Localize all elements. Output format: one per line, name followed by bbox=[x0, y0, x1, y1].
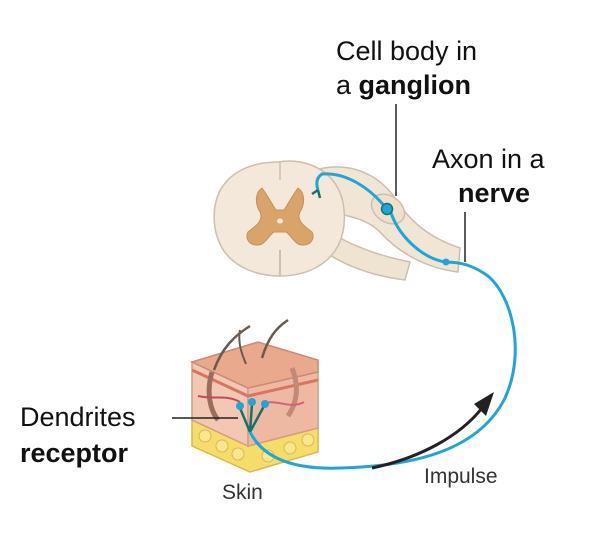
blood-vessel bbox=[197, 395, 241, 403]
hair bbox=[260, 318, 289, 359]
skin-label: Skin bbox=[222, 481, 263, 504]
receptor-label: receptor bbox=[20, 438, 129, 468]
cell-body-label-line2: a ganglion bbox=[336, 72, 471, 99]
impulse-label: Impulse bbox=[424, 465, 498, 488]
fat-cell bbox=[198, 429, 212, 443]
central-canal bbox=[277, 218, 283, 224]
axon-terminal bbox=[311, 188, 322, 199]
axon-label-line1: Axon in a bbox=[432, 144, 545, 174]
cell-body-label-line1: Cell body in bbox=[336, 36, 478, 66]
ventral-root bbox=[321, 230, 411, 281]
spinal-cord-gray-matter bbox=[246, 187, 314, 246]
hair bbox=[238, 329, 247, 365]
cell-body-label-prefix: a bbox=[336, 70, 359, 100]
central-axon bbox=[315, 172, 388, 209]
ganglion-label: ganglion bbox=[358, 70, 472, 100]
fat-cell bbox=[231, 447, 245, 461]
axon-end-dot bbox=[442, 258, 450, 266]
fat-cell bbox=[301, 433, 315, 447]
hair bbox=[212, 324, 251, 371]
hair-follicle bbox=[285, 367, 299, 418]
nerve-label: nerve bbox=[458, 178, 531, 208]
spinal-cord-cross-section bbox=[213, 160, 461, 281]
receptor-endings bbox=[238, 403, 266, 433]
fat-cell bbox=[215, 439, 229, 453]
skin-block bbox=[189, 318, 319, 473]
epidermis-top bbox=[189, 341, 319, 389]
sensory-neuron bbox=[248, 172, 517, 470]
receptor-ending bbox=[261, 400, 269, 408]
cell-body bbox=[380, 202, 394, 216]
dendrites-label: Dendrites bbox=[20, 402, 136, 432]
hair-follicle bbox=[206, 371, 221, 422]
impulse-arrow bbox=[371, 392, 494, 470]
receptor-ending bbox=[248, 398, 256, 406]
receptor-ending bbox=[236, 402, 244, 410]
fat-cell bbox=[283, 441, 297, 455]
